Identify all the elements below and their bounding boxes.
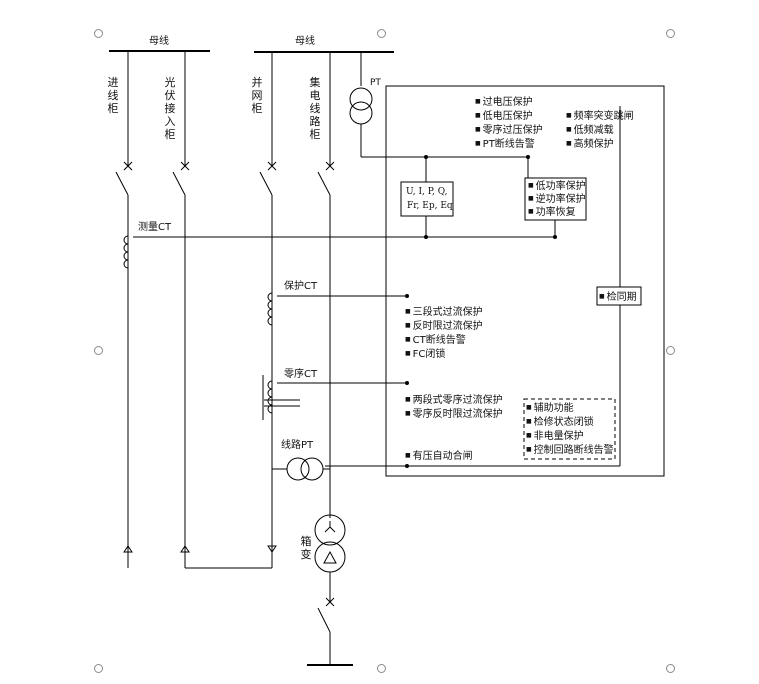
line-pt-coil-a bbox=[286, 457, 310, 481]
voltage-protection-item: 零序过压保护 bbox=[475, 124, 543, 137]
busbar-left-label: 母线 bbox=[149, 36, 169, 47]
page-handle-top-left bbox=[94, 29, 103, 38]
power-protection-item: 低功率保护 bbox=[528, 180, 586, 193]
page-handle-bottom-mid bbox=[377, 664, 386, 673]
feeder-label-3: 并网柜 bbox=[251, 76, 263, 115]
measure-ct-label: 测量CT bbox=[138, 222, 172, 233]
feeder-label-4: 集电线路柜 bbox=[309, 76, 321, 141]
switch-feeder-3 bbox=[259, 171, 273, 196]
power-protection-item: 逆功率保护 bbox=[528, 193, 586, 206]
protection-panel bbox=[385, 85, 665, 477]
voltage-protection-item: 过电压保护 bbox=[475, 96, 533, 109]
frequency-protection-item: 低频减载 bbox=[566, 124, 614, 137]
box-transformer-label: 箱变 bbox=[300, 535, 312, 561]
page-handle-mid-left bbox=[94, 346, 103, 355]
aux-function-box bbox=[523, 398, 616, 460]
pt-label: PT bbox=[370, 78, 381, 88]
measurement-box bbox=[400, 181, 454, 217]
aux-function-item: 控制回路断线告警 bbox=[526, 444, 614, 457]
measure-ct-coil bbox=[123, 235, 129, 269]
line-pt-label: 线路PT bbox=[281, 440, 314, 451]
voltage-protection-item: PT断线告警 bbox=[475, 138, 535, 151]
measurement-line-1: U, I, P, Q, bbox=[406, 187, 448, 197]
switch-feeder-4 bbox=[317, 171, 331, 196]
aux-function-item: 辅助功能 bbox=[526, 402, 574, 415]
page-handle-mid-right bbox=[666, 346, 675, 355]
zero-seq-protection-item: 两段式零序过流保护 bbox=[405, 394, 503, 407]
line-pt-coil-b bbox=[300, 457, 324, 481]
switch-feeder-2 bbox=[172, 171, 186, 196]
zero-seq-protection-item: 零序反时限过流保护 bbox=[405, 408, 503, 421]
overcurrent-protection-item: FC闭锁 bbox=[405, 348, 446, 361]
protect-ct-label: 保护CT bbox=[284, 281, 318, 292]
page-handle-top-mid bbox=[377, 29, 386, 38]
same-period-box bbox=[596, 286, 642, 306]
pt-lower-coil bbox=[349, 101, 373, 125]
measurement-line-2: Fr, Ep, Eq bbox=[407, 201, 453, 211]
aux-function-item: 检修状态闭锁 bbox=[526, 416, 594, 429]
aux-function-item: 非电量保护 bbox=[526, 430, 584, 443]
zero-ct-coil bbox=[267, 380, 273, 414]
overcurrent-protection-item: 三段式过流保护 bbox=[405, 306, 483, 319]
same-period-label: 检同期 bbox=[599, 291, 637, 304]
feeder-label-1: 进线柜 bbox=[107, 76, 119, 115]
switch-feeder-1 bbox=[115, 171, 129, 196]
power-protection-item: 功率恢复 bbox=[528, 206, 576, 219]
busbar-right-label: 母线 bbox=[295, 36, 315, 47]
page-handle-bottom-right bbox=[666, 664, 675, 673]
feeder-label-2: 光伏接入柜 bbox=[164, 76, 176, 141]
auto-reclose-label: 有压自动合闸 bbox=[405, 450, 473, 463]
zero-ct-label: 零序CT bbox=[284, 369, 318, 380]
pt-upper-coil bbox=[349, 87, 373, 111]
protect-ct-coil bbox=[267, 292, 273, 326]
frequency-protection-item: 频率突变跳闸 bbox=[566, 110, 634, 123]
overcurrent-protection-item: 反时限过流保护 bbox=[405, 320, 483, 333]
box-transformer-lower bbox=[314, 541, 346, 573]
voltage-protection-item: 低电压保护 bbox=[475, 110, 533, 123]
frequency-protection-item: 高频保护 bbox=[566, 138, 614, 151]
switch-transformer bbox=[317, 607, 331, 633]
overcurrent-protection-item: CT断线告警 bbox=[405, 334, 466, 347]
page-handle-bottom-left bbox=[94, 664, 103, 673]
box-transformer-upper bbox=[314, 514, 346, 546]
page-handle-top-right bbox=[666, 29, 675, 38]
